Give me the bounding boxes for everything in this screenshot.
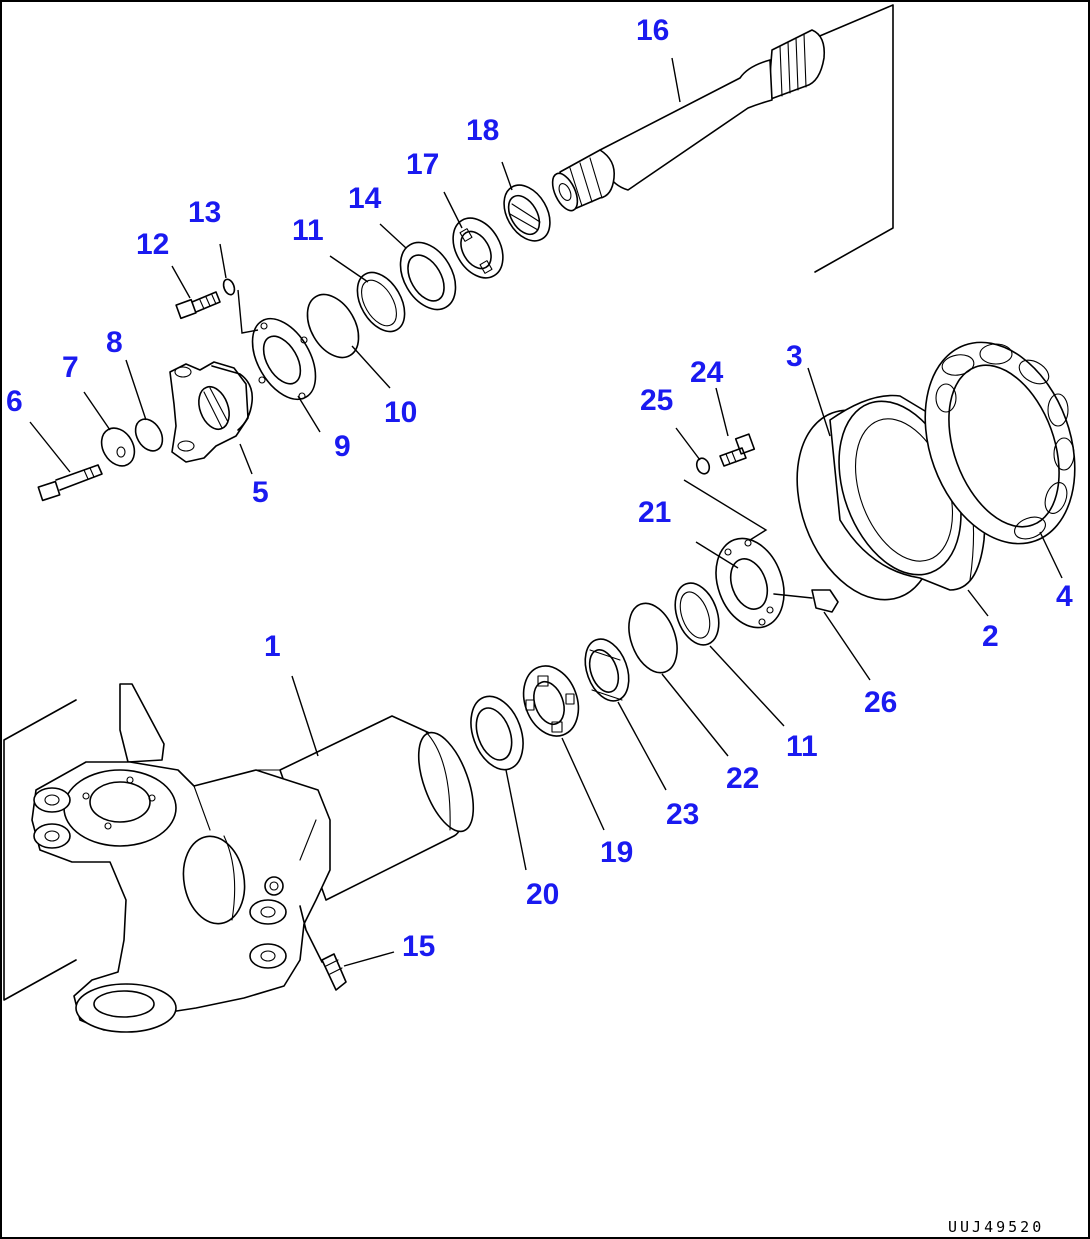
callout-22: 22 — [726, 762, 759, 795]
callout-labels: 1 2 3 4 5 6 7 8 9 10 11 11 12 13 14 15 1… — [6, 14, 1073, 963]
callout-11-lower: 11 — [786, 730, 818, 763]
callout-10: 10 — [384, 396, 417, 429]
callout-13: 13 — [188, 196, 221, 229]
callout-4: 4 — [1056, 580, 1073, 613]
part-grease-fitting-15 — [299, 905, 347, 991]
callout-2: 2 — [982, 620, 999, 653]
callout-20: 20 — [526, 878, 559, 911]
part-washer-13 — [222, 278, 236, 296]
part-oring-22 — [628, 602, 678, 674]
callout-8: 8 — [106, 326, 123, 359]
part-seal-14 — [399, 241, 457, 311]
drawing-code: UUJ49520 — [948, 1218, 1044, 1236]
part-roller-bearing-4 — [924, 341, 1076, 545]
callout-11-upper: 11 — [292, 214, 324, 247]
callout-7: 7 — [62, 351, 79, 384]
part-bolt-12 — [175, 291, 221, 320]
callout-5: 5 — [252, 476, 269, 509]
callout-21: 21 — [638, 496, 671, 529]
part-seal-23 — [584, 638, 630, 702]
part-bearing-17 — [452, 217, 504, 279]
part-bolt-6 — [37, 464, 103, 502]
callout-24: 24 — [690, 356, 724, 389]
part-oring-10 — [306, 293, 360, 359]
part-bearing-cup-20 — [470, 695, 524, 771]
callout-19: 19 — [600, 836, 633, 869]
callout-16: 16 — [636, 14, 669, 47]
part-bearing-18 — [503, 184, 551, 242]
callout-14: 14 — [348, 182, 382, 215]
callout-3: 3 — [786, 340, 803, 373]
callout-26: 26 — [864, 686, 897, 719]
part-washer-7 — [100, 427, 136, 467]
part-washer-25 — [695, 457, 711, 475]
callout-9: 9 — [334, 430, 351, 463]
callout-18: 18 — [466, 114, 499, 147]
part-axle-housing-1 — [3, 683, 475, 1033]
part-yoke-5 — [169, 361, 254, 463]
part-oring-8 — [134, 418, 164, 452]
callout-23: 23 — [666, 798, 699, 831]
callout-25: 25 — [640, 384, 673, 417]
part-bearing-19 — [522, 665, 580, 737]
callout-12: 12 — [136, 228, 169, 261]
part-axle-shaft — [551, 4, 894, 273]
part-cage-9 — [237, 289, 317, 401]
leader-lines — [29, 57, 1063, 967]
part-bolt-24 — [719, 433, 756, 467]
callout-1: 1 — [264, 630, 281, 663]
callout-15: 15 — [402, 930, 435, 963]
part-cage-21 — [683, 479, 785, 629]
callout-17: 17 — [406, 148, 439, 181]
callout-6: 6 — [6, 385, 23, 418]
part-breather-26 — [773, 589, 839, 613]
part-ring-11-lower — [674, 582, 720, 646]
